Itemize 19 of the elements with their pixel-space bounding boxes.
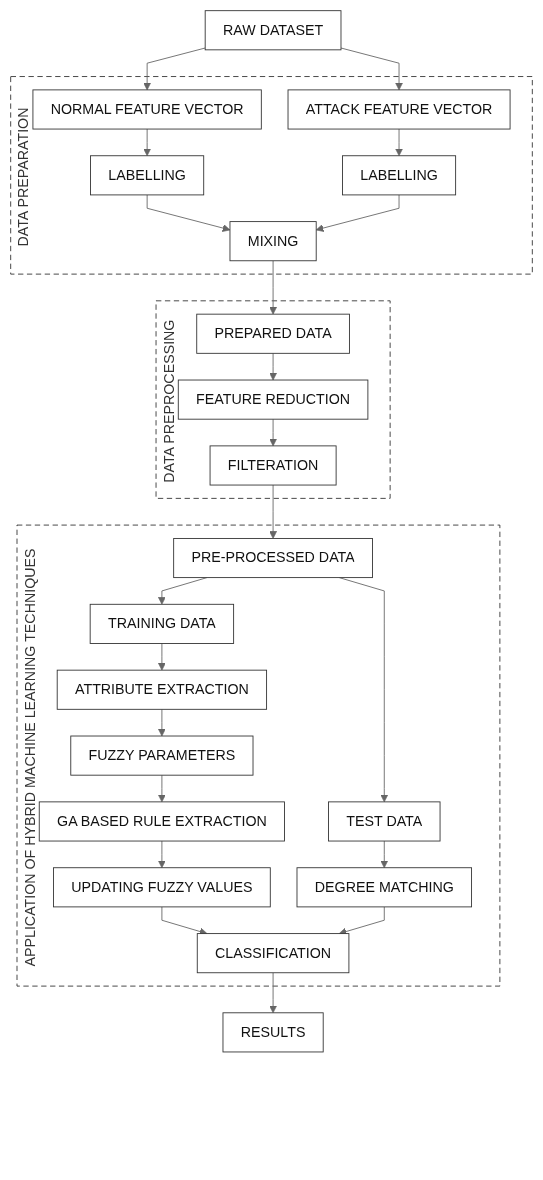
node-box: ATTACK FEATURE VECTOR [287,89,511,130]
node-box: FUZZY PARAMETERS [70,735,254,776]
node-box: DEGREE MATCHING [296,867,472,908]
node-box: GA BASED RULE EXTRACTION [38,801,285,842]
node-box: LABELLING [342,155,457,196]
node-box: TRAINING DATA [89,603,235,644]
node-box: CLASSIFICATION [196,933,350,974]
node-box: PRE-PROCESSED DATA [173,538,373,579]
node-box: PREPARED DATA [196,313,350,354]
node-box: RESULTS [222,1012,324,1053]
node-box: MIXING [229,221,317,262]
node-box: NORMAL FEATURE VECTOR [32,89,262,130]
node-box: FILTERATION [209,445,337,486]
node-box: ATTRIBUTE EXTRACTION [56,669,268,710]
node-box: RAW DATASET [204,10,342,51]
node-box: UPDATING FUZZY VALUES [53,867,271,908]
node-box: FEATURE REDUCTION [177,379,369,420]
node-box: TEST DATA [328,801,441,842]
node-box: LABELLING [90,155,205,196]
